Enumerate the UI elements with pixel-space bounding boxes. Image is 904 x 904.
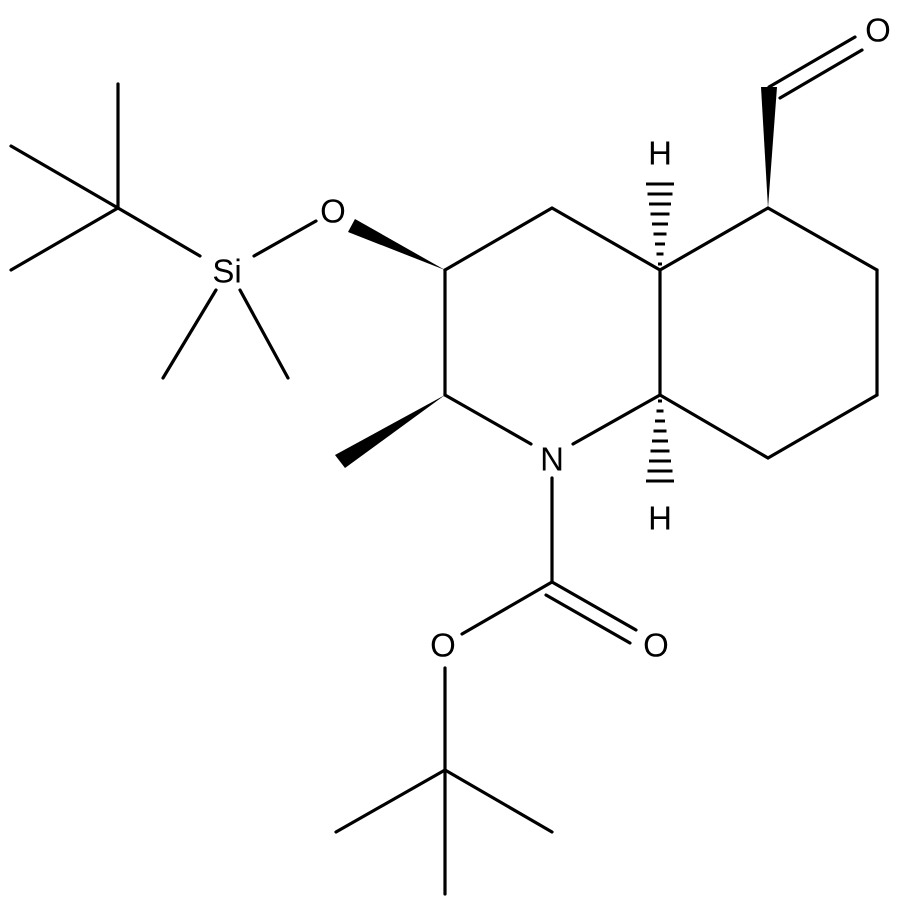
atom-label-silicon: Si (212, 253, 241, 290)
decahydroquinoline-ring-bonds (443, 206, 879, 460)
atom-label-carbonyl-oxygen: O (643, 627, 669, 664)
bond-cho-c-o-2 (778, 48, 864, 100)
atom-label-nitrogen: N (540, 441, 564, 478)
atom-label-ester-oxygen: O (430, 627, 456, 664)
bond-c7-c8 (766, 393, 879, 460)
bond-carbonyl-c-o-2 (544, 593, 632, 645)
bond-c2-n (443, 393, 533, 446)
atom-label-aldehyde-oxygen: O (865, 12, 891, 49)
bond-si-methyl-left (161, 288, 218, 380)
aldehyde-double-bond (767, 35, 864, 100)
bond-c4-c4a (550, 206, 662, 272)
atom-label-h-bottom: H (648, 500, 672, 537)
bond-n-c8a (571, 393, 662, 446)
wedge-c2-methyl (335, 395, 445, 468)
bond-carbonyl-c-o-1 (550, 580, 638, 632)
bond-c8-c8a (658, 393, 770, 460)
bond-tbu-c-methyl-upleft (9, 144, 120, 210)
boc-group-bonds (334, 476, 638, 896)
bond-tbu-c-methyl-left (9, 206, 120, 272)
bond-tbu-methyl-left (334, 768, 447, 834)
bond-tbu-c-si (116, 206, 202, 258)
bond-c3-c4 (443, 206, 554, 272)
bond-c5-c6 (766, 206, 879, 272)
hashed-wedge-c8a-h (646, 399, 674, 483)
bond-cho-c-o-1 (767, 35, 857, 89)
bond-carbonyl-c-ester-o (460, 580, 554, 636)
atom-label-h-top: H (648, 135, 672, 172)
bond-si-methyl-right (238, 288, 290, 380)
wedge-c5-formyl (761, 87, 777, 208)
bond-tbu-methyl-right (443, 768, 554, 834)
bond-si-o (252, 219, 318, 258)
bond-c4a-c5 (658, 206, 770, 272)
atom-label-silyl-ether-oxygen: O (320, 193, 346, 230)
tert-butyl-silyl-bonds (9, 82, 318, 380)
wedge-c3-oxygen (348, 219, 445, 270)
hashed-wedge-c4a-h (646, 182, 674, 266)
